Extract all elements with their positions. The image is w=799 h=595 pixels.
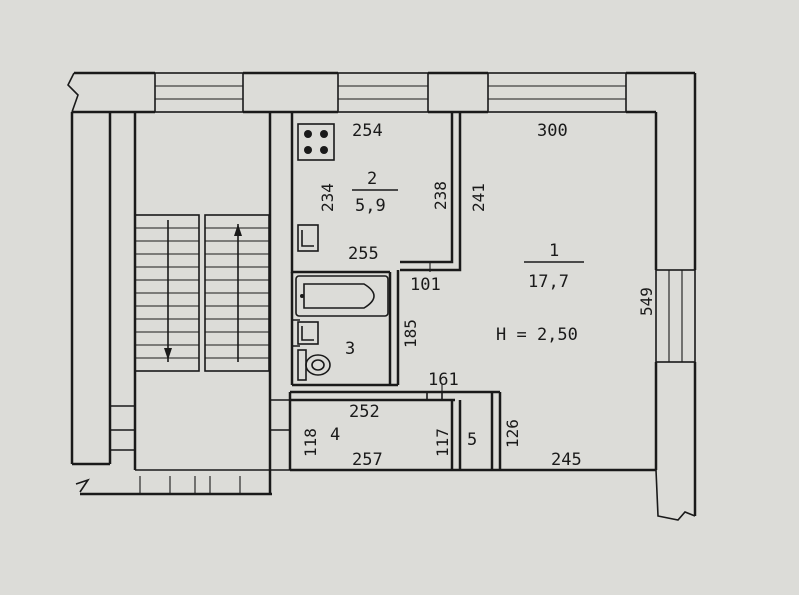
partitions [270, 112, 502, 471]
room-area-2: 5,9 [355, 196, 386, 216]
dimension-252: 252 [349, 402, 380, 422]
room-number-5: 5 [467, 430, 477, 450]
dimension-234: 234 [318, 183, 337, 212]
sink-icon [297, 224, 319, 252]
staircase-icon [134, 214, 270, 372]
bathtub-icon [295, 275, 389, 317]
dimension-549: 549 [637, 287, 656, 316]
dimension-ticks [429, 262, 443, 392]
dimension-245: 245 [551, 450, 582, 470]
stove-icon [297, 123, 335, 161]
room-area-1: 17,7 [528, 272, 569, 292]
dimension-255: 255 [348, 244, 379, 264]
dimension-300: 300 [537, 121, 568, 141]
room-number-4: 4 [330, 425, 340, 445]
dimension-117: 117 [433, 428, 452, 457]
washbasin-icon [297, 321, 319, 345]
room-number-1: 1 [549, 241, 559, 261]
dimension-238: 238 [431, 181, 450, 210]
dimension-254: 254 [352, 121, 383, 141]
ceiling-height: H = 2,50 [496, 325, 578, 345]
dimension-161: 161 [428, 370, 459, 390]
room-number-2: 2 [367, 169, 377, 189]
dimension-241: 241 [469, 183, 488, 212]
dimension-257: 257 [352, 450, 383, 470]
dimension-118: 118 [301, 428, 320, 457]
toilet-icon [297, 349, 331, 381]
dimension-101: 101 [410, 275, 441, 295]
windows [139, 72, 696, 494]
dimension-185: 185 [401, 319, 420, 348]
dimension-126: 126 [503, 419, 522, 448]
room-number-3: 3 [345, 339, 355, 359]
